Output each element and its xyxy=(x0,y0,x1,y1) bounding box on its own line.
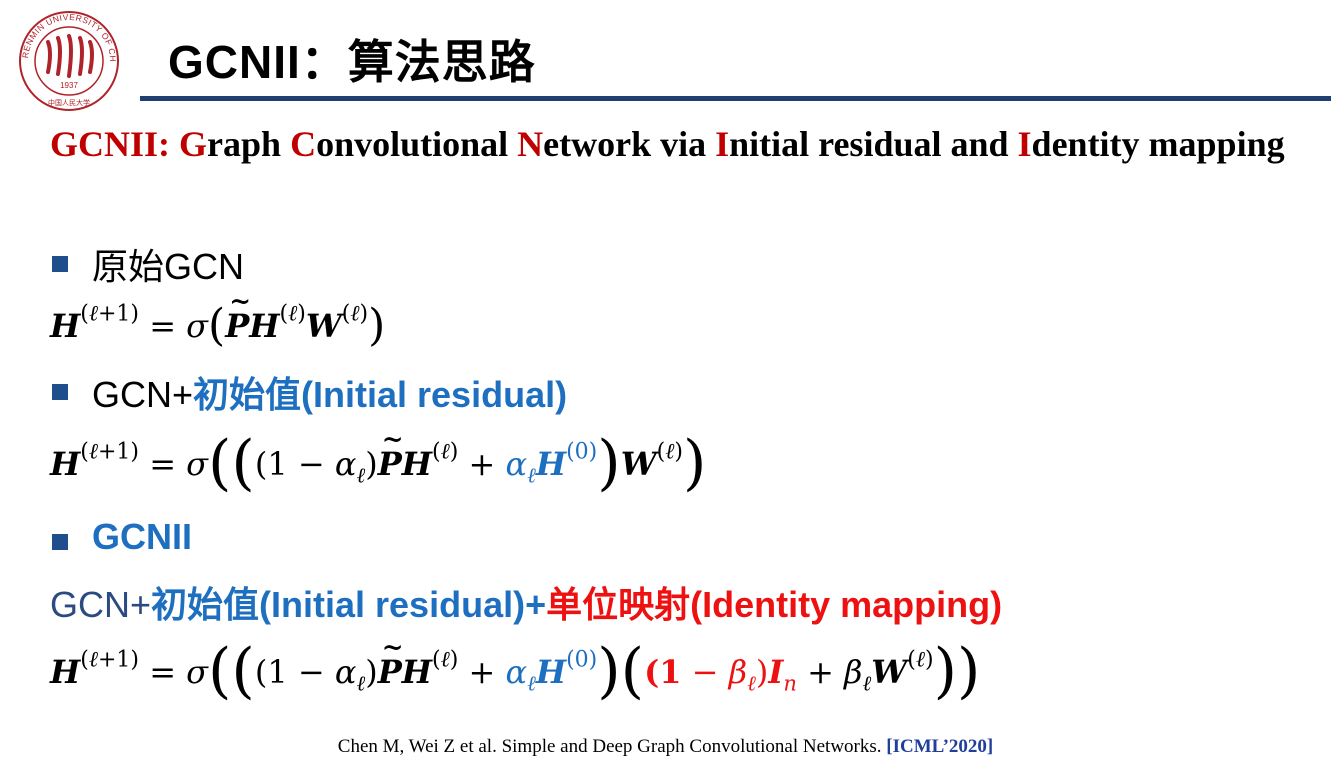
bullet-highlight: 初始值(Initial residual) xyxy=(193,374,568,415)
bullet-original-gcn: 原始GCN xyxy=(92,246,244,287)
acronym-letter-g: G xyxy=(179,124,208,164)
bullet-marker xyxy=(52,384,68,400)
acronym-letter-c: C xyxy=(290,124,317,164)
bullet-highlight: GCNII xyxy=(92,516,193,557)
gcnii-plus: + xyxy=(525,584,547,625)
acronym-letter-n: N xyxy=(517,124,544,164)
subtitle-text: raph xyxy=(207,124,291,164)
acronym-letter-i: I xyxy=(1017,124,1032,164)
university-seal-icon: RENMIN UNIVERSITY OF CHINA 1937 中国人民大学 xyxy=(18,10,119,111)
logo-bottom-text: 中国人民大学 xyxy=(48,98,90,107)
page-title: GCNII：算法思路 xyxy=(168,36,536,88)
subtitle-text: nitial residual and xyxy=(729,124,1018,164)
formula-initial-residual: H(ℓ+1) = σ(((1 − αℓ)PH(ℓ) + αℓH(0))W(ℓ)) xyxy=(50,425,706,498)
formula-gcn: H(ℓ+1) = σ(PH(ℓ)W(ℓ)) xyxy=(50,287,385,351)
logo-year: 1937 xyxy=(60,81,78,90)
gcnii-initial-residual: 初始值(Initial residual) xyxy=(151,584,526,625)
bullet-prefix: GCN+ xyxy=(92,374,194,415)
bullet-marker xyxy=(52,534,68,550)
citation-venue: [ICML’2020] xyxy=(886,736,994,757)
subtitle-text: etwork via xyxy=(543,124,716,164)
citation-text: Chen M, Wei Z et al. Simple and Deep Gra… xyxy=(337,736,887,757)
acronym-letter-i: I xyxy=(715,124,730,164)
gcnii-prefix: GCN+ xyxy=(50,584,152,625)
bullet-gcnii: GCNII xyxy=(92,516,192,558)
title-divider xyxy=(140,96,1331,101)
gcnii-identity-mapping: 单位映射(Identity mapping) xyxy=(546,584,1003,625)
gcnii-description: GCN+初始值(Initial residual)+单位映射(Identity … xyxy=(50,576,1002,628)
citation: Chen M, Wei Z et al. Simple and Deep Gra… xyxy=(0,736,1331,758)
bullet-marker xyxy=(52,256,68,272)
subtitle-prefix: GCNII: xyxy=(50,124,180,164)
bullet-initial-residual: GCN+初始值(Initial residual) xyxy=(92,366,567,418)
formula-gcnii: H(ℓ+1) = σ(((1 − αℓ)PH(ℓ) + αℓH(0))((1 −… xyxy=(50,633,980,706)
subtitle: GCNII: Graph Convolutional Network via I… xyxy=(50,120,1315,168)
subtitle-text: onvolutional xyxy=(316,124,518,164)
subtitle-text: dentity mapping xyxy=(1031,124,1285,164)
